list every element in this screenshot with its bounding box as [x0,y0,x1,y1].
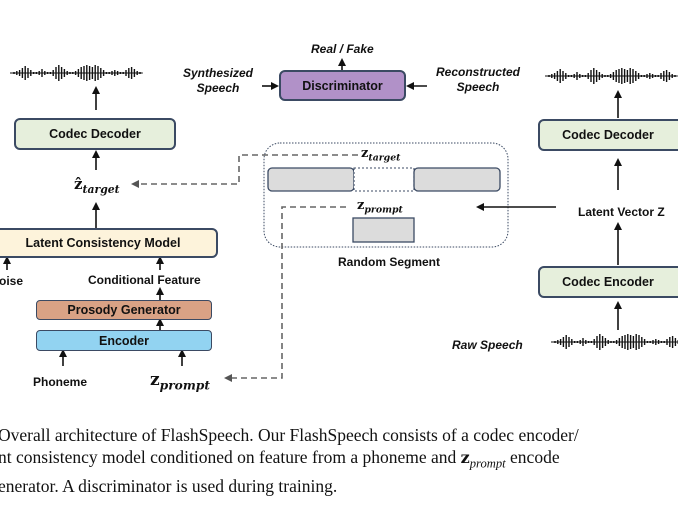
z-hat-target-label: ẑtarget [74,175,120,196]
z-prompt-subscript: prompt [159,378,210,393]
z-target-label: ztarget [361,146,400,163]
raw-speech-label: Raw Speech [452,338,523,352]
caption-line-1: Overall architecture of FlashSpeech. Our… [0,425,579,445]
codec-decoder-right: Codec Decoder [538,119,678,151]
z-hat-subscript: target [82,182,120,196]
segment-target-gap [353,167,415,192]
z-prompt-seg-subscript: prompt [364,204,403,216]
z-target-subscript: target [368,152,401,164]
prosody-generator-box: Prosody Generator [36,300,212,320]
real-fake-label: Real / Fake [311,42,374,56]
z-target-symbol: z [361,146,369,161]
caption-z-subscript: prompt [469,456,506,471]
waveform-raw-icon [551,334,678,350]
prosody-generator-label: Prosody Generator [67,303,181,317]
caption-line-3: enerator. A discriminator is used during… [0,475,338,496]
dashed-target-to-zhat [131,154,358,188]
noise-label: oise [0,274,24,288]
caption-line-2-pre: nt consistency model conditioned on feat… [0,447,461,467]
synthesized-speech-label: Synthesized Speech [178,66,258,96]
latent-consistency-model-box: Latent Consistency Model [0,228,218,258]
segment-right [413,167,501,192]
codec-decoder-left: Codec Decoder [14,118,176,150]
discriminator-label: Discriminator [302,78,383,93]
codec-encoder-box: Codec Encoder [538,266,678,298]
z-prompt-segment-label: zprompt [357,198,403,215]
figure-caption: Overall architecture of FlashSpeech. Our… [0,424,579,497]
segment-prompt [352,217,415,243]
caption-z-symbol: z [460,448,470,467]
speech-word-2: Speech [456,80,500,94]
waveform-synthesized-icon [10,65,143,81]
phoneme-label: Phoneme [33,375,88,389]
reconstructed-word: Reconstructed [435,65,521,79]
synthesized-word: Synthesized [182,66,254,80]
z-hat-symbol: ẑ [74,175,83,193]
reconstructed-speech-label: Reconstructed Speech [428,65,528,95]
latent-vector-label: Latent Vector Z [578,205,665,219]
waveform-reconstructed-icon [545,68,678,84]
discriminator-box: Discriminator [279,70,406,101]
codec-decoder-left-label: Codec Decoder [49,127,141,141]
codec-decoder-right-label: Codec Decoder [562,128,654,142]
speech-word-1: Speech [196,81,240,95]
encoder-label: Encoder [98,333,149,348]
caption-line-2-post: encode [505,447,560,467]
random-segment-container [263,142,509,248]
z-prompt-input-label: zprompt [150,370,210,392]
z-prompt-seg-symbol: z [357,198,365,213]
random-segment-label: Random Segment [338,255,441,269]
z-prompt-symbol: z [150,370,160,390]
conditional-feature-label: Conditional Feature [88,273,201,287]
codec-encoder-label: Codec Encoder [562,275,654,289]
dashed-prompt-to-zprompt [224,206,346,382]
lcm-label: Latent Consistency Model [25,236,181,250]
caption-line-2: nt consistency model conditioned on feat… [0,446,579,475]
encoder-box: Encoder [36,330,212,351]
segment-left [267,167,355,192]
